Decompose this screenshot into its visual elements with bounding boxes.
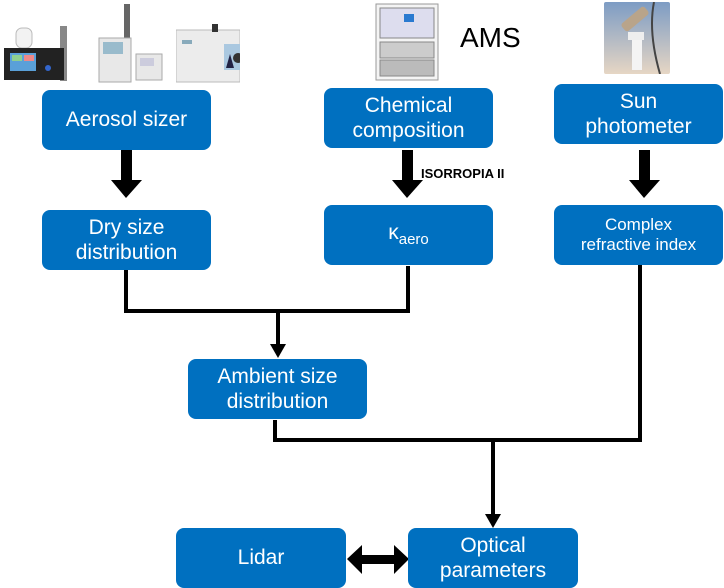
line-dry-kappa-merge (124, 266, 410, 313)
kappa-subscript: aero (398, 231, 429, 249)
node-lidar-label: Lidar (237, 546, 285, 570)
arrowhead-ambient (270, 344, 286, 358)
node-kappa-label: κaero (388, 220, 429, 249)
node-chemical-composition: Chemical composition (324, 88, 493, 148)
node-chemical-label-1: Chemical (364, 93, 453, 117)
double-arrow-lidar-optical (347, 545, 409, 574)
node-ambient-label-1: Ambient size (217, 364, 338, 388)
node-lidar: Lidar (176, 528, 346, 588)
node-complex-refractive-index: Complex refractive index (554, 205, 723, 265)
ams-instrument-photo (374, 2, 440, 82)
instrument-photo-aerosol-3 (176, 24, 240, 84)
instrument-photo-aerosol-1 (2, 26, 78, 83)
node-optical-label-2: parameters (439, 559, 547, 582)
node-aerosol-sizer-label: Aerosol sizer (65, 108, 188, 132)
instrument-photo-aerosol-2 (96, 4, 166, 84)
node-dry-size-distribution: Dry size distribution (42, 210, 211, 270)
node-aerosol-sizer: Aerosol sizer (42, 90, 211, 150)
node-ambient-label-2: distribution (226, 390, 329, 413)
kappa-symbol: κ (388, 221, 399, 245)
ams-label: AMS (460, 22, 521, 53)
node-dry-label-1: Dry size (88, 215, 165, 239)
node-kappa-aero: κaero (324, 205, 493, 265)
arrowhead-optical (485, 514, 501, 528)
node-optical-parameters: Optical parameters (408, 528, 578, 588)
node-optical-label-1: Optical (460, 533, 526, 557)
node-sun-photometer: Sun photometer (554, 84, 723, 144)
arrow-chemical-to-kappa (392, 150, 423, 198)
node-ambient-size-distribution: Ambient size distribution (188, 359, 367, 419)
node-dry-label-2: distribution (75, 241, 178, 264)
node-sun-label-1: Sun (619, 89, 658, 113)
arrow-aerosol-to-dry (111, 150, 142, 198)
isorropia-label: ISORROPIA II (421, 166, 505, 181)
sun-photometer-photo (604, 2, 670, 74)
node-chemical-label-2: composition (352, 119, 465, 142)
arrow-sun-to-refractive (629, 150, 660, 198)
node-refractive-label-2: refractive index (580, 235, 697, 254)
line-ambient-refractive-merge (273, 265, 642, 442)
node-sun-label-2: photometer (585, 115, 692, 138)
node-refractive-label-1: Complex (604, 214, 673, 234)
